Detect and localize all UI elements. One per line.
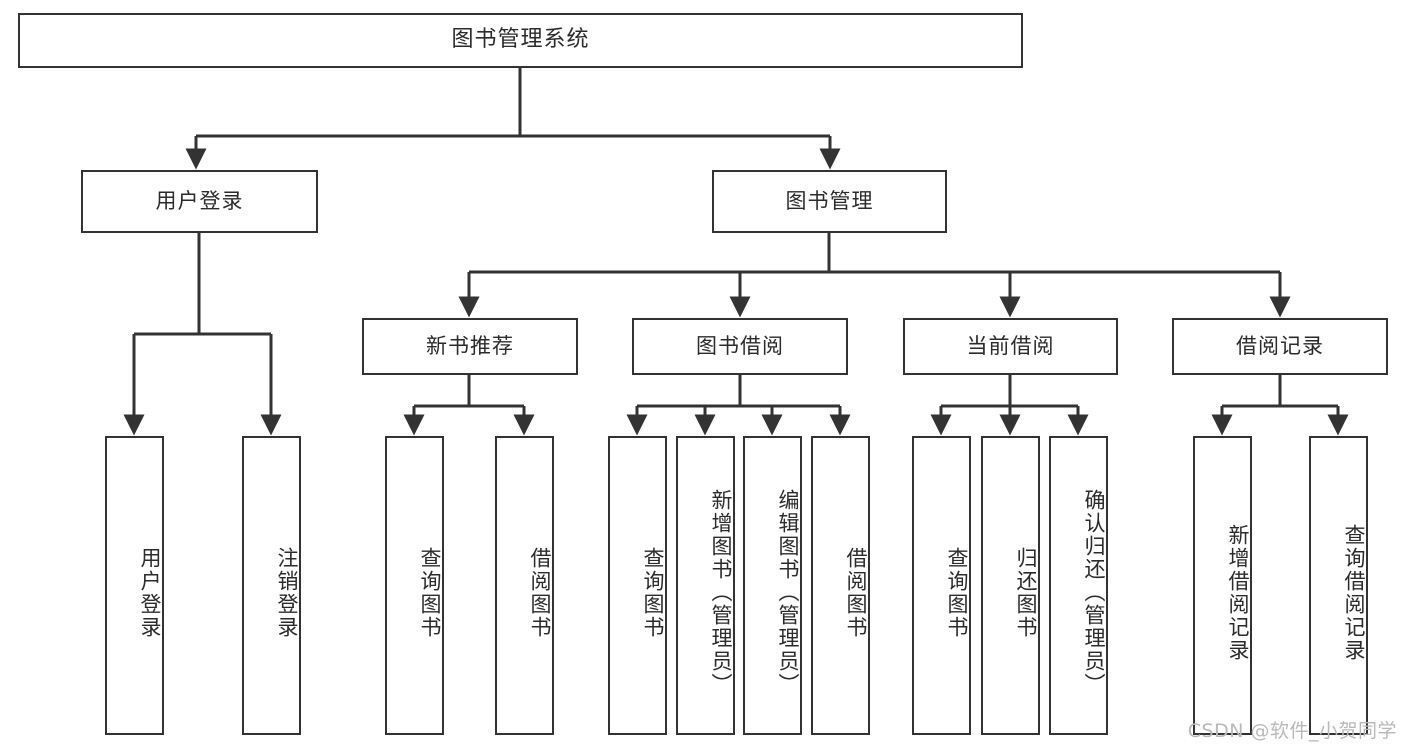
leaf-book-borrow-query[interactable]: 查询图书 bbox=[608, 436, 667, 735]
node-book-management[interactable]: 图书管理 bbox=[712, 170, 947, 233]
leaf-new-book-query[interactable]: 查询图书 bbox=[385, 436, 444, 735]
leaf-borrow-record-add[interactable]: 新增借阅记录 bbox=[1193, 436, 1252, 735]
node-root-system[interactable]: 图书管理系统 bbox=[18, 13, 1023, 68]
leaf-new-book-borrow[interactable]: 借阅图书 bbox=[495, 436, 554, 735]
leaf-current-borrow-confirm-return[interactable]: 确认归还（管理员） bbox=[1049, 436, 1108, 735]
leaf-current-borrow-query[interactable]: 查询图书 bbox=[912, 436, 971, 735]
leaf-borrow-record-query[interactable]: 查询借阅记录 bbox=[1309, 436, 1368, 735]
leaf-user-login-signin[interactable]: 用户登录 bbox=[105, 436, 164, 735]
node-borrow-record[interactable]: 借阅记录 bbox=[1172, 318, 1388, 375]
leaf-user-login-signout[interactable]: 注销登录 bbox=[242, 436, 301, 735]
node-user-login[interactable]: 用户登录 bbox=[81, 170, 318, 233]
leaf-book-borrow-edit[interactable]: 编辑图书（管理员） bbox=[743, 436, 802, 735]
node-current-borrow[interactable]: 当前借阅 bbox=[903, 318, 1118, 375]
node-new-book-recommend[interactable]: 新书推荐 bbox=[362, 318, 578, 375]
leaf-book-borrow-lend[interactable]: 借阅图书 bbox=[811, 436, 870, 735]
leaf-current-borrow-return[interactable]: 归还图书 bbox=[981, 436, 1040, 735]
node-book-borrow[interactable]: 图书借阅 bbox=[632, 318, 848, 375]
leaf-book-borrow-add[interactable]: 新增图书（管理员） bbox=[676, 436, 735, 735]
